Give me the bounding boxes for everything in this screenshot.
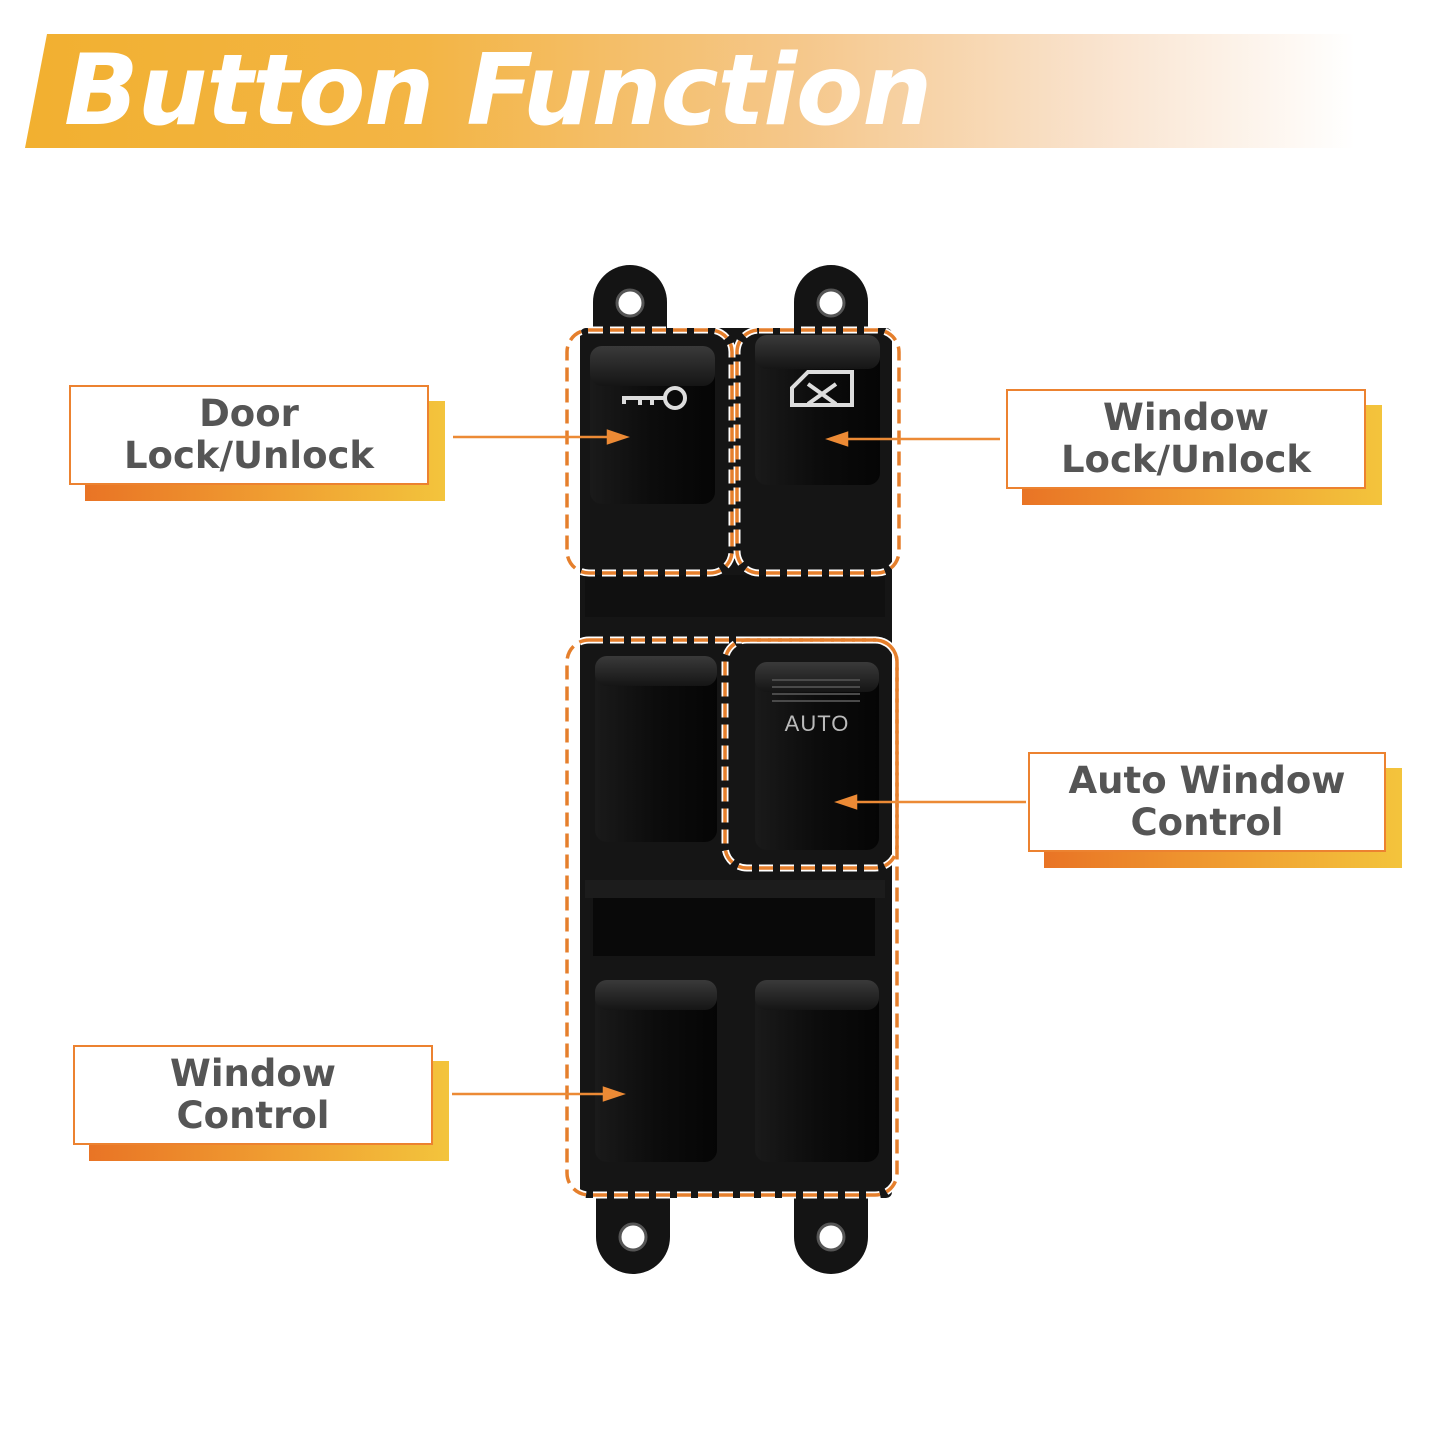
mount-tab-bottom-right <box>794 1190 868 1274</box>
auto-window-button[interactable]: AUTO <box>755 662 879 850</box>
page-title: Button Function <box>64 34 932 148</box>
mount-tab-top-right <box>794 265 868 330</box>
callout-auto-window-line2: Control <box>1130 801 1284 844</box>
callout-auto-window-line1: Auto Window <box>1068 759 1346 802</box>
callout-window-lock-line2: Lock/Unlock <box>1060 438 1312 481</box>
callout-door-lock-line1: Door <box>199 392 299 435</box>
arrow-window-lock <box>825 431 1000 447</box>
mount-tab-top-left <box>593 265 667 330</box>
door-lock-highlight <box>565 328 734 575</box>
callout-door-lock: Door Lock/Unlock <box>69 385 445 501</box>
key-icon <box>622 386 687 410</box>
auto-grip-lines <box>772 679 860 702</box>
arrow-door-lock <box>453 429 630 445</box>
callout-window-lock-line1: Window <box>1103 396 1269 439</box>
window-control-highlight <box>565 638 899 1197</box>
window-button-bottom-right[interactable] <box>755 980 879 1162</box>
callout-window-control: Window Control <box>73 1045 449 1161</box>
bottom-recess <box>593 898 875 956</box>
mount-tab-bottom-left <box>596 1190 670 1274</box>
arrow-window-control <box>452 1086 626 1102</box>
callout-window-control-line2: Control <box>176 1094 330 1137</box>
callout-window-control-line1: Window <box>170 1052 336 1095</box>
arrow-auto-window <box>834 794 1026 810</box>
window-button-middle-left[interactable] <box>595 656 717 842</box>
window-lock-button[interactable] <box>755 335 880 485</box>
auto-window-highlight <box>723 638 899 870</box>
window-lock-highlight <box>735 328 901 575</box>
title-banner <box>25 34 1355 148</box>
door-lock-button[interactable] <box>590 346 715 504</box>
callout-door-lock-line2: Lock/Unlock <box>123 434 375 477</box>
callout-window-lock: Window Lock/Unlock <box>1006 389 1382 505</box>
window-lock-icon <box>790 370 854 407</box>
window-button-bottom-left[interactable] <box>595 980 717 1162</box>
callout-auto-window: Auto Window Control <box>1028 752 1402 868</box>
auto-label: AUTO <box>785 711 850 736</box>
